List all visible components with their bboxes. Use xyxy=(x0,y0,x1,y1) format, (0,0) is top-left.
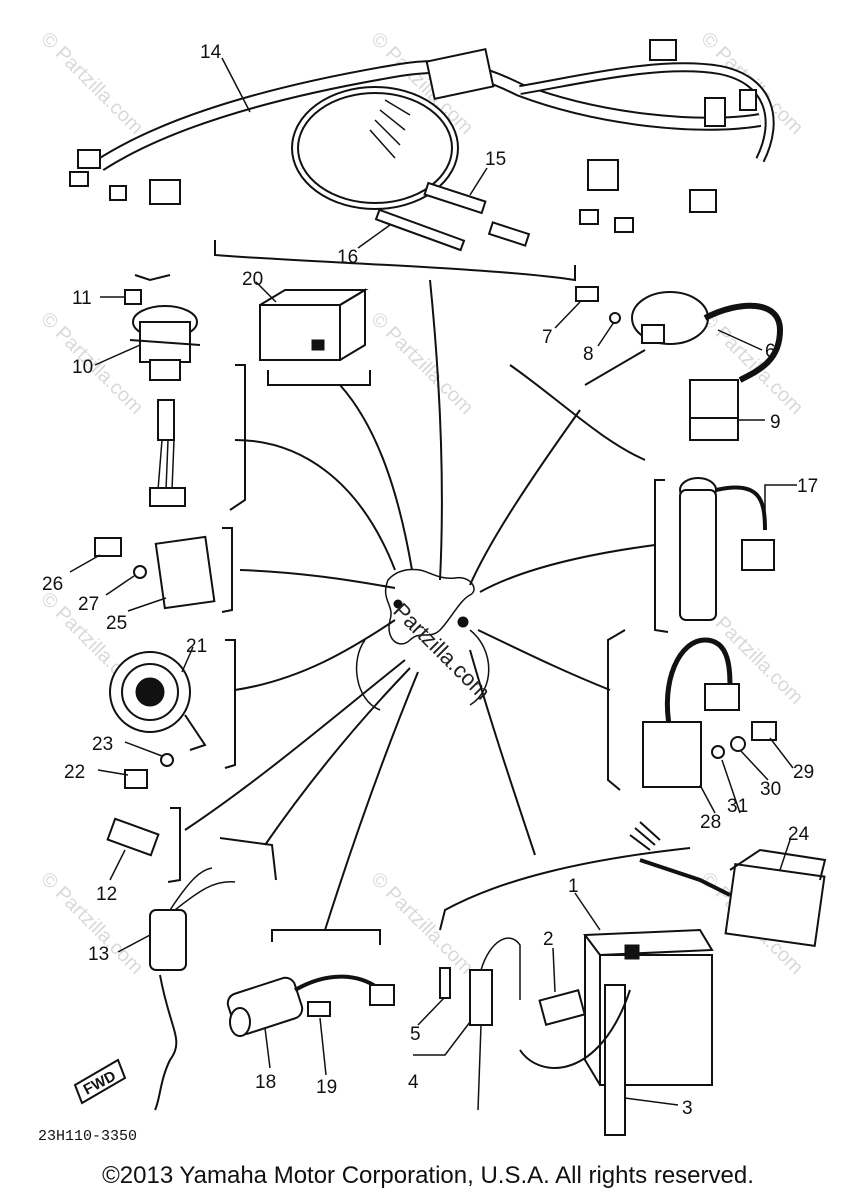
watermark: © Partzilla.com xyxy=(366,868,477,979)
part-label-14: 14 xyxy=(200,42,222,63)
part-label-28: 28 xyxy=(700,812,721,833)
part-label-18: 18 xyxy=(255,1072,276,1093)
battery xyxy=(519,928,714,1136)
part-label-10: 10 xyxy=(72,357,93,378)
sensor-switch xyxy=(106,817,160,857)
solenoid xyxy=(226,974,395,1037)
part-label-3: 3 xyxy=(682,1098,693,1119)
part-label-9: 9 xyxy=(770,412,781,433)
relay xyxy=(259,288,369,361)
part-label-25: 25 xyxy=(106,613,127,634)
main-switch xyxy=(124,274,201,507)
part-label-21: 21 xyxy=(186,636,207,657)
part-label-1: 1 xyxy=(568,876,579,897)
sensor xyxy=(679,477,775,621)
part-label-7: 7 xyxy=(542,327,553,348)
center-watermark: Partzilla.com xyxy=(388,598,495,705)
part-label-23: 23 xyxy=(92,734,113,755)
switch-with-lead xyxy=(149,867,236,1111)
part-label-29: 29 xyxy=(793,762,814,783)
connector-strips xyxy=(374,181,531,252)
wire-harness xyxy=(69,39,775,233)
part-label-30: 30 xyxy=(760,779,781,800)
part-label-22: 22 xyxy=(64,762,85,783)
group-leaders xyxy=(167,240,691,945)
ignition-coil xyxy=(575,286,784,441)
part-label-13: 13 xyxy=(88,944,109,965)
part-label-24: 24 xyxy=(788,824,810,845)
part-label-15: 15 xyxy=(485,149,506,170)
part-label-12: 12 xyxy=(96,884,117,905)
part-label-2: 2 xyxy=(543,929,554,950)
part-label-17: 17 xyxy=(797,476,818,497)
part-label-26: 26 xyxy=(42,574,63,595)
part-label-27: 27 xyxy=(78,594,99,615)
flasher xyxy=(642,637,777,788)
copyright-notice: ©2013 Yamaha Motor Corporation, U.S.A. A… xyxy=(102,1162,754,1189)
part-label-8: 8 xyxy=(583,344,594,365)
part-label-20: 20 xyxy=(242,269,263,290)
fwd-arrow: FWD xyxy=(73,1058,127,1105)
part-labels: 14 15 16 20 11 10 7 8 6 9 17 26 27 25 21… xyxy=(42,42,818,1119)
part-label-4: 4 xyxy=(408,1072,419,1093)
watermark: © Partzilla.com xyxy=(366,308,477,419)
watermark: © Partzilla.com xyxy=(36,28,147,139)
part-label-19: 19 xyxy=(316,1077,337,1098)
fuse-holder xyxy=(439,937,521,1111)
callout-lines xyxy=(69,57,797,1106)
junction-box xyxy=(629,821,827,948)
part-label-16: 16 xyxy=(337,247,358,268)
regulator xyxy=(94,535,216,610)
part-label-31: 31 xyxy=(727,796,748,817)
diagram-code: 23H110-3350 xyxy=(38,1128,137,1145)
frame-outline: Partzilla.com xyxy=(355,568,495,711)
part-label-6: 6 xyxy=(765,341,776,362)
part-label-11: 11 xyxy=(72,288,92,309)
horn xyxy=(109,651,207,789)
part-label-5: 5 xyxy=(410,1024,421,1045)
